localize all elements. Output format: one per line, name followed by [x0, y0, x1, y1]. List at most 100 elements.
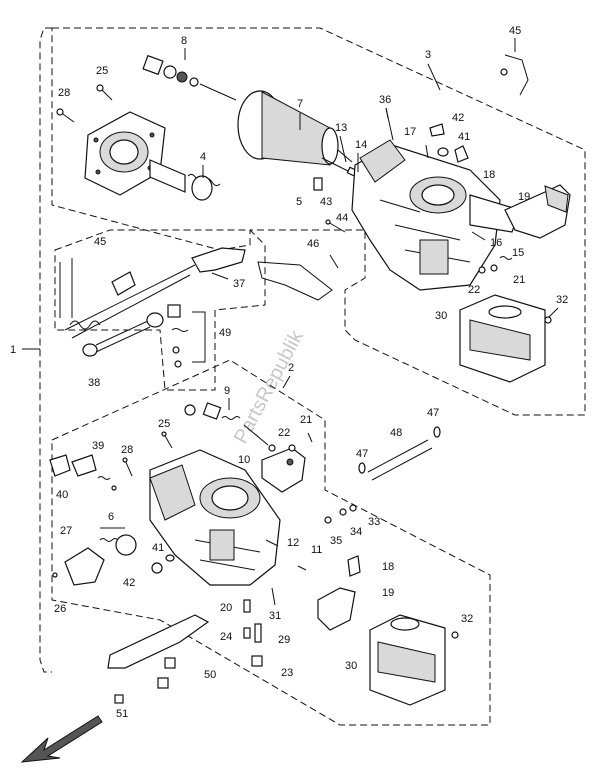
callout-22: 22: [278, 427, 290, 439]
callout-25: 25: [96, 65, 108, 77]
screw-32-upper: [544, 307, 559, 324]
callout-12: 12: [287, 537, 299, 549]
cover-26-27: [52, 547, 105, 586]
screw-25-upper: [96, 84, 113, 101]
callout-25: 25: [158, 418, 170, 430]
callout-26: 26: [54, 603, 66, 615]
callout-47: 47: [356, 448, 368, 460]
callout-42: 42: [452, 112, 464, 124]
callout-29: 29: [278, 634, 290, 646]
leader-line: [282, 375, 291, 389]
needle-set-8: [142, 54, 237, 101]
lever-19-lower: [317, 587, 356, 631]
callout-5: 5: [296, 196, 302, 208]
screw-17: [425, 144, 429, 159]
callout-43: 43: [320, 196, 332, 208]
callout-32: 32: [556, 294, 568, 306]
screws-50: [157, 657, 176, 689]
callout-8: 8: [181, 35, 187, 47]
callout-19: 19: [518, 191, 530, 203]
leader-line: [385, 107, 389, 119]
callout-45: 45: [509, 25, 521, 37]
cap-42-upper: [429, 123, 445, 137]
callout-37: 37: [233, 278, 245, 290]
watermark: PartsRepublik: [230, 326, 308, 447]
washer-41-upper: [437, 147, 449, 157]
jets-20-24: [243, 599, 251, 639]
callout-22: 22: [468, 284, 480, 296]
spring-46: [329, 254, 339, 269]
linkage-10: [261, 447, 306, 493]
callout-32: 32: [461, 613, 473, 625]
callout-39: 39: [92, 440, 104, 452]
needle-set-9: [184, 402, 276, 452]
diaphragm-cover-upper: [84, 111, 166, 196]
lever-19-upper: [504, 184, 571, 239]
callout-17: 17: [404, 126, 416, 138]
callout-40: 40: [56, 489, 68, 501]
parts-33-34-35: [324, 504, 357, 524]
front-direction-arrow: [20, 715, 103, 763]
callout-47: 47: [427, 407, 439, 419]
callout-44: 44: [336, 212, 348, 224]
callout-50: 50: [204, 669, 216, 681]
callout-23: 23: [281, 667, 293, 679]
screw-43-44: [325, 219, 346, 233]
vacuum-piston-7: [237, 90, 353, 166]
screw-21-upper: [490, 264, 498, 272]
callout-41: 41: [458, 131, 470, 143]
callout-41: 41: [152, 542, 164, 554]
callout-19: 19: [382, 587, 394, 599]
callout-49: 49: [219, 327, 231, 339]
screw-37: [211, 272, 229, 280]
callout-36: 36: [379, 94, 391, 106]
callout-18: 18: [483, 169, 495, 181]
callout-24: 24: [220, 631, 232, 643]
bracket-50: [107, 614, 210, 669]
callout-1: 1: [10, 344, 16, 356]
float-chamber-30-upper: [459, 294, 546, 383]
screw-32-lower: [451, 631, 459, 639]
screw-40: [49, 454, 71, 477]
callout-13: 13: [335, 122, 347, 134]
throttle-lever-upper: [191, 247, 333, 301]
screw-28-lower: [122, 457, 133, 477]
callout-3: 3: [425, 49, 431, 61]
plunger-18-lower: [347, 555, 361, 577]
clip-45-upper: [500, 54, 529, 96]
screw-21-lower: [307, 432, 313, 443]
screw-11: [297, 565, 307, 571]
parts-49: [167, 304, 206, 368]
link-rod-assembly: [59, 258, 196, 339]
screw-51: [114, 694, 124, 704]
callout-21: 21: [513, 274, 525, 286]
carburetor-body-lower: [149, 449, 281, 586]
callout-2: 2: [288, 362, 294, 374]
plunger-18-upper: [454, 145, 469, 163]
fuel-pipe-48: [367, 439, 433, 481]
clip-47-left: [358, 462, 366, 474]
link-rod-outline: [54, 229, 266, 391]
shaft-38: [82, 312, 164, 357]
callout-16: 16: [490, 237, 502, 249]
screw-28-upper: [56, 108, 75, 123]
callout-34: 34: [350, 526, 362, 538]
callout-7: 7: [297, 98, 303, 110]
screw-5: [313, 177, 323, 191]
screw-16: [471, 231, 486, 241]
callout-14: 14: [355, 139, 367, 151]
callout-6: 6: [108, 511, 114, 523]
clip-47-right: [433, 426, 441, 438]
callout-4: 4: [200, 151, 206, 163]
screw-22-lower: [288, 444, 296, 452]
lower-assembly-outline: [51, 359, 491, 726]
callout-35: 35: [330, 535, 342, 547]
washer-22-upper: [478, 266, 486, 274]
callout-11: 11: [311, 544, 322, 556]
outer-bracket: [39, 27, 52, 673]
screw-31: [271, 587, 276, 606]
spring-15: [499, 256, 513, 260]
callout-28: 28: [58, 87, 70, 99]
float-chamber-30-lower: [369, 614, 446, 706]
